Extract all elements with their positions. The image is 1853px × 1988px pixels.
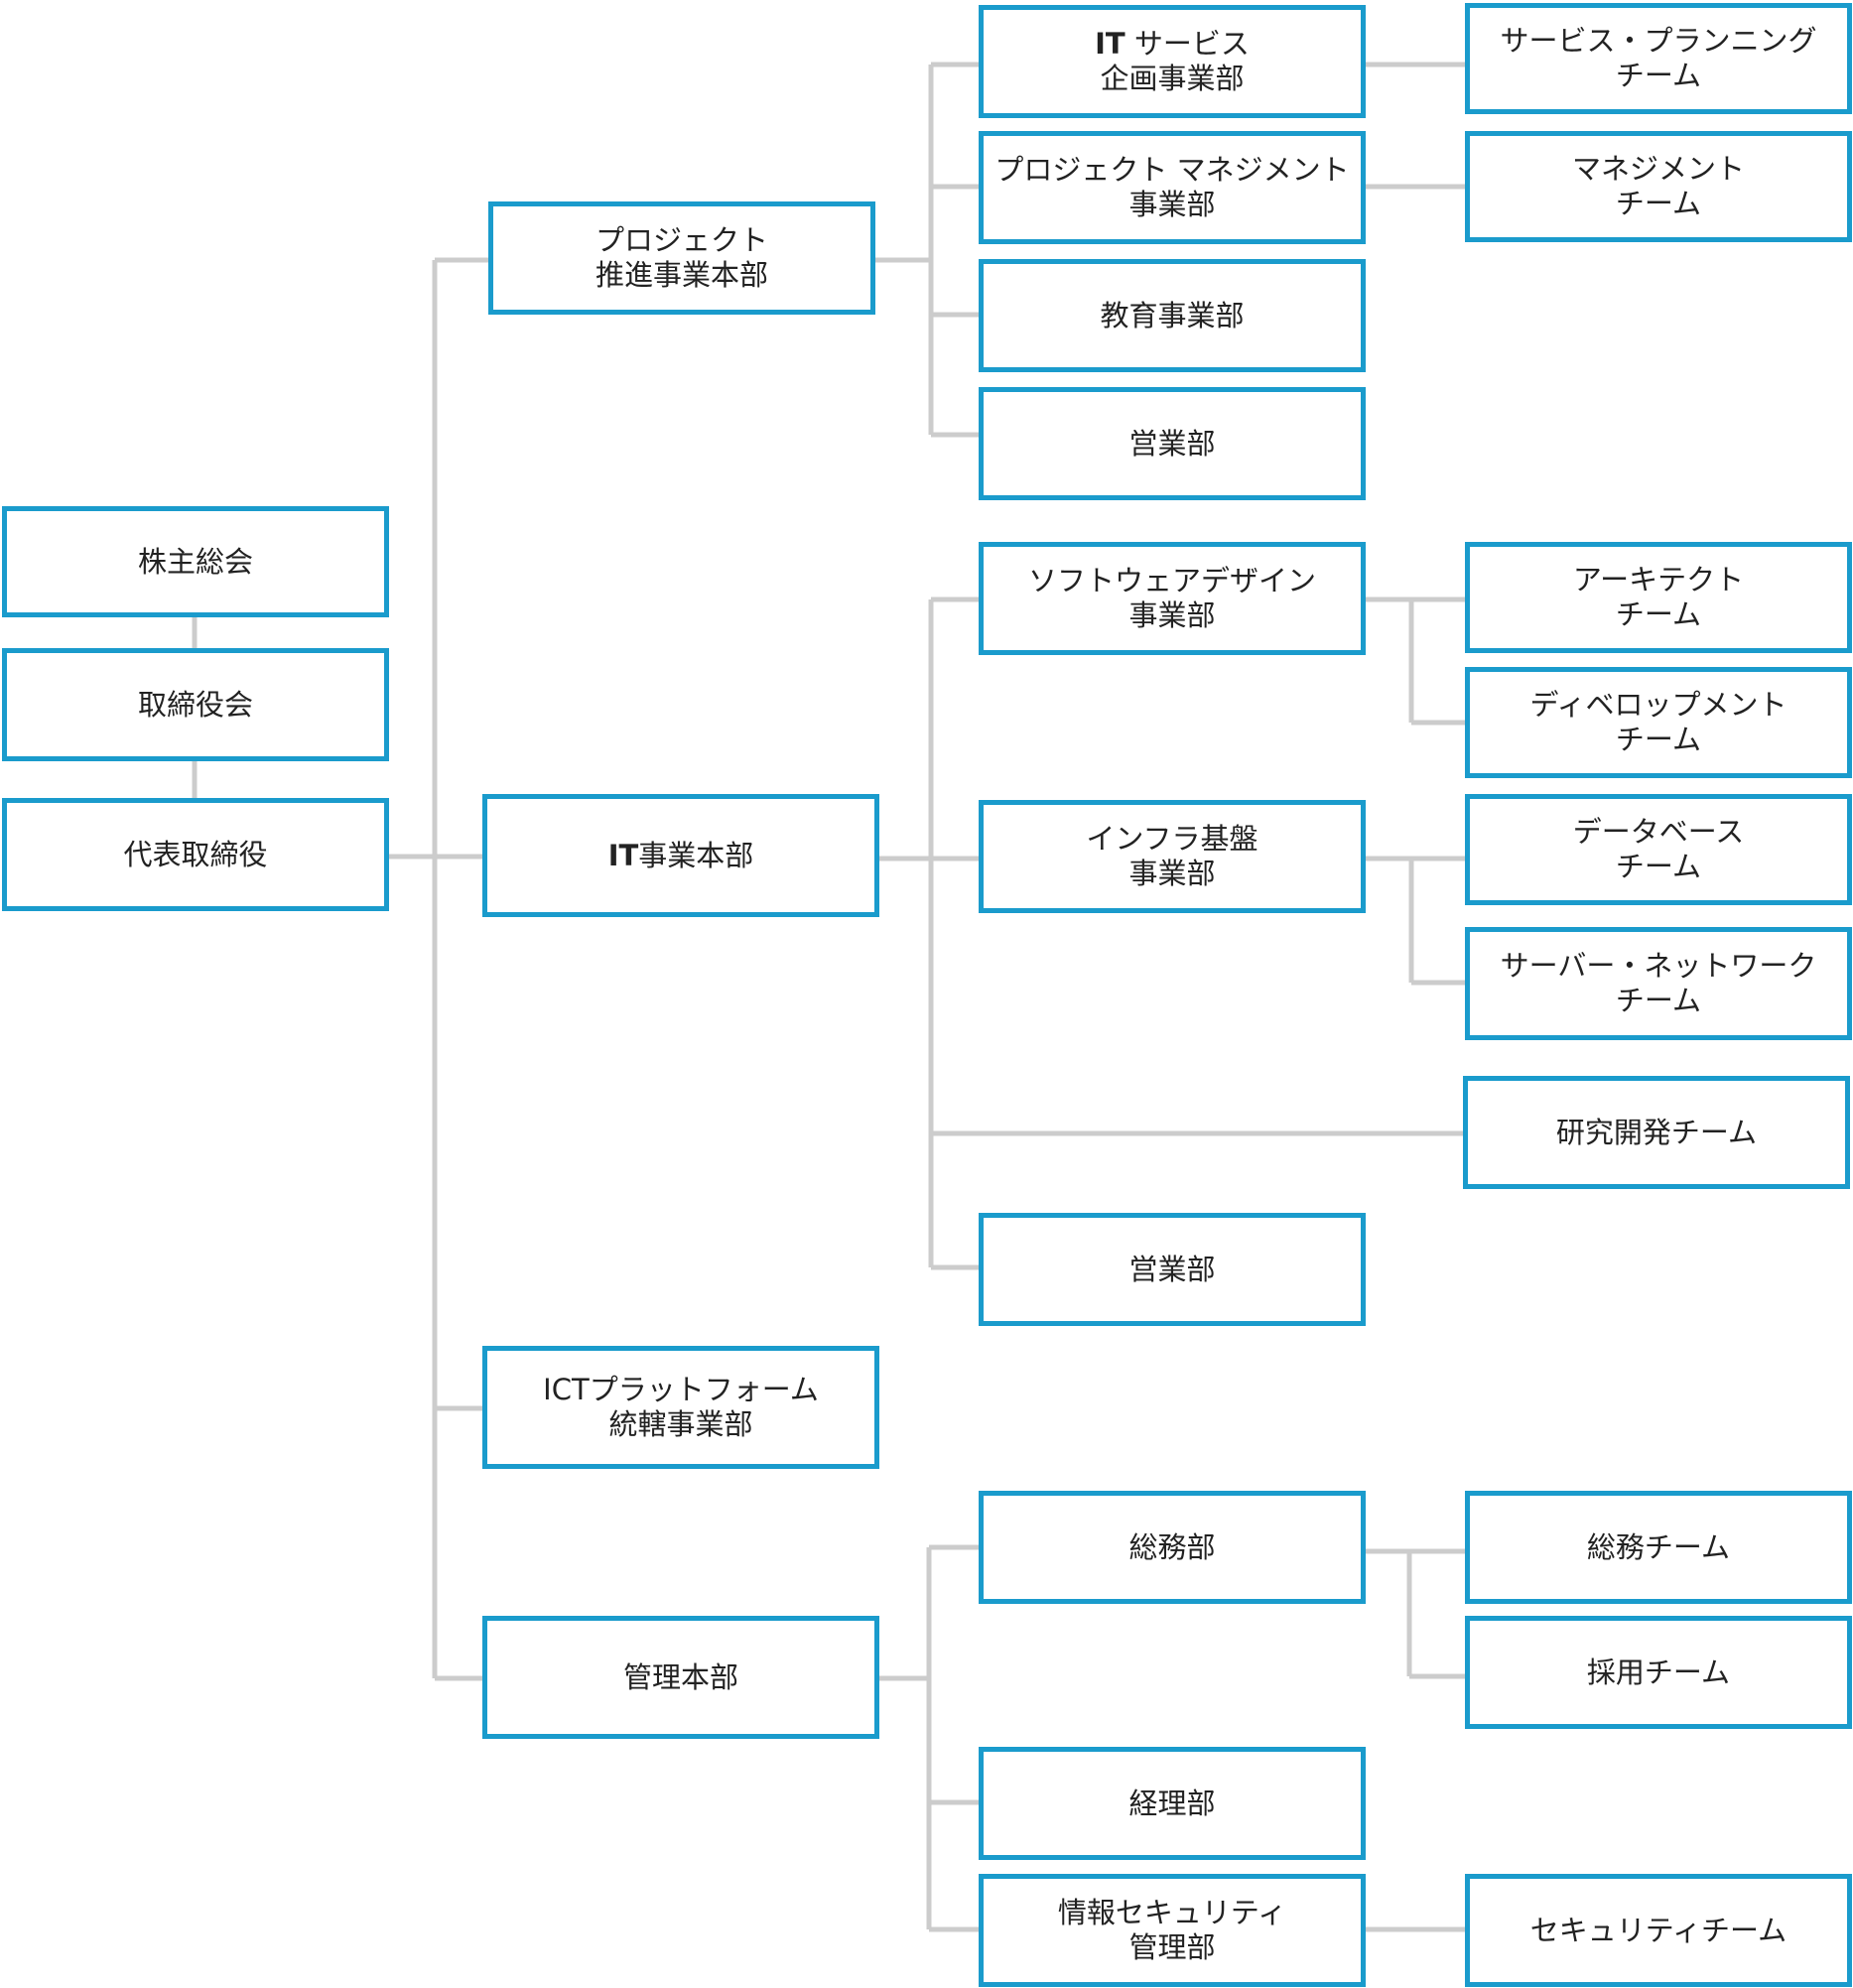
node-label: 株主総会: [137, 544, 253, 579]
node-label-text: 事業本部: [638, 838, 754, 872]
node-shareholders-meeting: 株主総会: [2, 506, 389, 617]
node-ict-platform: ICTプラットフォーム 統轄事業部: [482, 1346, 879, 1469]
node-label: 総務部: [1128, 1529, 1216, 1564]
node-security-team: セキュリティチーム: [1465, 1874, 1852, 1987]
node-general-affairs-team: 総務チーム: [1465, 1491, 1852, 1604]
node-label: 取締役会: [137, 687, 253, 722]
node-label: 営業部: [1128, 426, 1216, 461]
node-label: 事業部: [1128, 598, 1216, 632]
node-label-prefix: IT: [607, 838, 639, 872]
node-project-management: プロジェクト マネジメント 事業部: [979, 131, 1366, 244]
node-label: チーム: [1615, 187, 1702, 220]
node-label: プロジェクト: [595, 223, 768, 257]
node-board-of-directors: 取締役会: [2, 648, 389, 761]
node-label: インフラ基盤: [1086, 822, 1258, 856]
node-label: 事業部: [1128, 857, 1216, 890]
node-general-affairs: 総務部: [979, 1491, 1366, 1604]
node-it-service-planning: IT サービス 企画事業部: [979, 5, 1366, 118]
node-label: ICTプラットフォーム: [543, 1373, 819, 1406]
node-label: 統轄事業部: [608, 1407, 753, 1441]
node-label: アーキテクト: [1572, 563, 1745, 596]
node-label: チーム: [1615, 723, 1702, 756]
node-label: チーム: [1615, 850, 1702, 883]
node-label-prefix: IT: [1095, 27, 1125, 61]
node-architect-team: アーキテクト チーム: [1465, 542, 1852, 653]
node-software-design: ソフトウェアデザイン 事業部: [979, 542, 1366, 655]
node-label: IT サービス: [1095, 27, 1250, 62]
node-rnd-team: 研究開発チーム: [1463, 1076, 1850, 1189]
node-infrastructure: インフラ基盤 事業部: [979, 800, 1366, 913]
node-recruiting-team: 採用チーム: [1465, 1616, 1852, 1729]
node-development-team: ディベロップメント チーム: [1465, 667, 1852, 778]
node-label: チーム: [1615, 597, 1702, 631]
node-sales-1: 営業部: [979, 387, 1366, 500]
node-education: 教育事業部: [979, 259, 1366, 372]
node-accounting: 経理部: [979, 1747, 1366, 1860]
node-server-network-team: サーバー・ネットワーク チーム: [1465, 927, 1852, 1040]
node-label: 企画事業部: [1100, 62, 1245, 95]
node-label: 情報セキュリティ: [1057, 1896, 1287, 1929]
node-label: 総務チーム: [1586, 1529, 1731, 1564]
node-label: 研究開発チーム: [1555, 1115, 1758, 1149]
node-label: サービス・プランニング: [1500, 24, 1817, 58]
node-label: 事業部: [1128, 188, 1216, 221]
node-label: 推進事業本部: [595, 258, 768, 292]
node-label: 教育事業部: [1100, 298, 1245, 332]
node-it-hq: IT事業本部: [482, 794, 879, 917]
node-label: セキュリティチーム: [1529, 1913, 1787, 1947]
node-label: プロジェクト マネジメント: [994, 153, 1350, 187]
node-service-planning-team: サービス・プランニング チーム: [1465, 3, 1852, 114]
node-label: 管理本部: [622, 1659, 738, 1694]
node-label: ディベロップメント: [1529, 688, 1787, 722]
node-label: 営業部: [1128, 1252, 1216, 1286]
node-info-security-mgmt: 情報セキュリティ 管理部: [979, 1874, 1366, 1987]
node-sales-2: 営業部: [979, 1213, 1366, 1326]
node-label: ソフトウェアデザイン: [1027, 564, 1316, 597]
node-label-text: サービス: [1133, 27, 1250, 61]
node-label: データベース: [1572, 815, 1745, 849]
node-label: 代表取締役: [123, 837, 268, 871]
node-label: 管理部: [1128, 1930, 1216, 1964]
node-label: 採用チーム: [1586, 1655, 1731, 1689]
node-label: チーム: [1615, 984, 1702, 1017]
node-project-hq: プロジェクト 推進事業本部: [488, 201, 875, 315]
node-management-team: マネジメント チーム: [1465, 131, 1852, 242]
node-database-team: データベース チーム: [1465, 794, 1852, 905]
node-representative-director: 代表取締役: [2, 798, 389, 911]
node-label: IT事業本部: [608, 839, 754, 873]
node-label: マネジメント: [1571, 152, 1745, 186]
node-label: サーバー・ネットワーク: [1500, 949, 1817, 983]
node-label: チーム: [1615, 59, 1702, 92]
node-admin-hq: 管理本部: [482, 1616, 879, 1739]
node-label: 経理部: [1128, 1786, 1216, 1820]
